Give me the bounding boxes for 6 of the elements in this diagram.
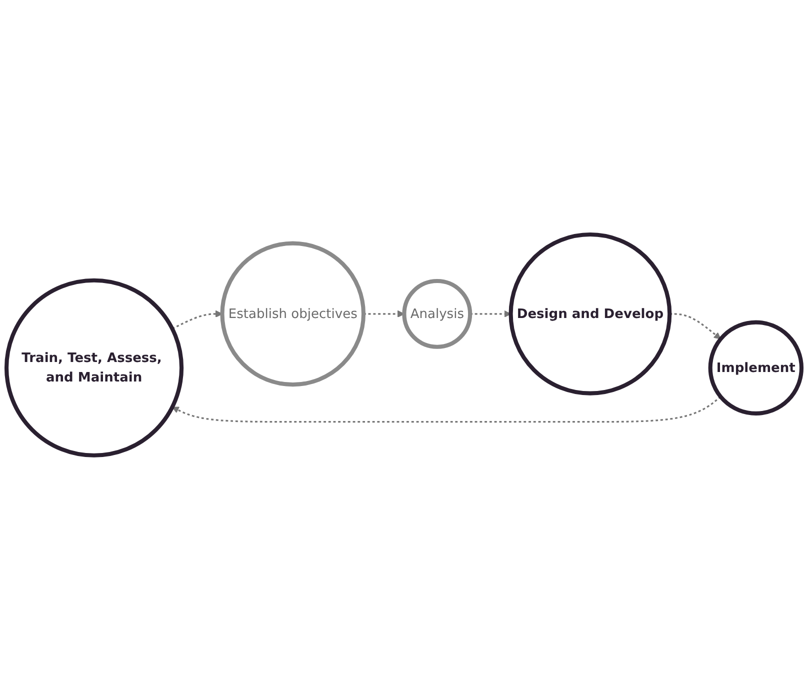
node-circle: Implement [708,320,804,416]
node-circle: Analysis [402,279,472,349]
node-circle: Design and Develop [508,232,672,396]
node-circle: Train, Test, Assess, and Maintain [4,278,184,458]
arrow [670,313,721,340]
node-circle: Establish objectives [220,241,366,387]
